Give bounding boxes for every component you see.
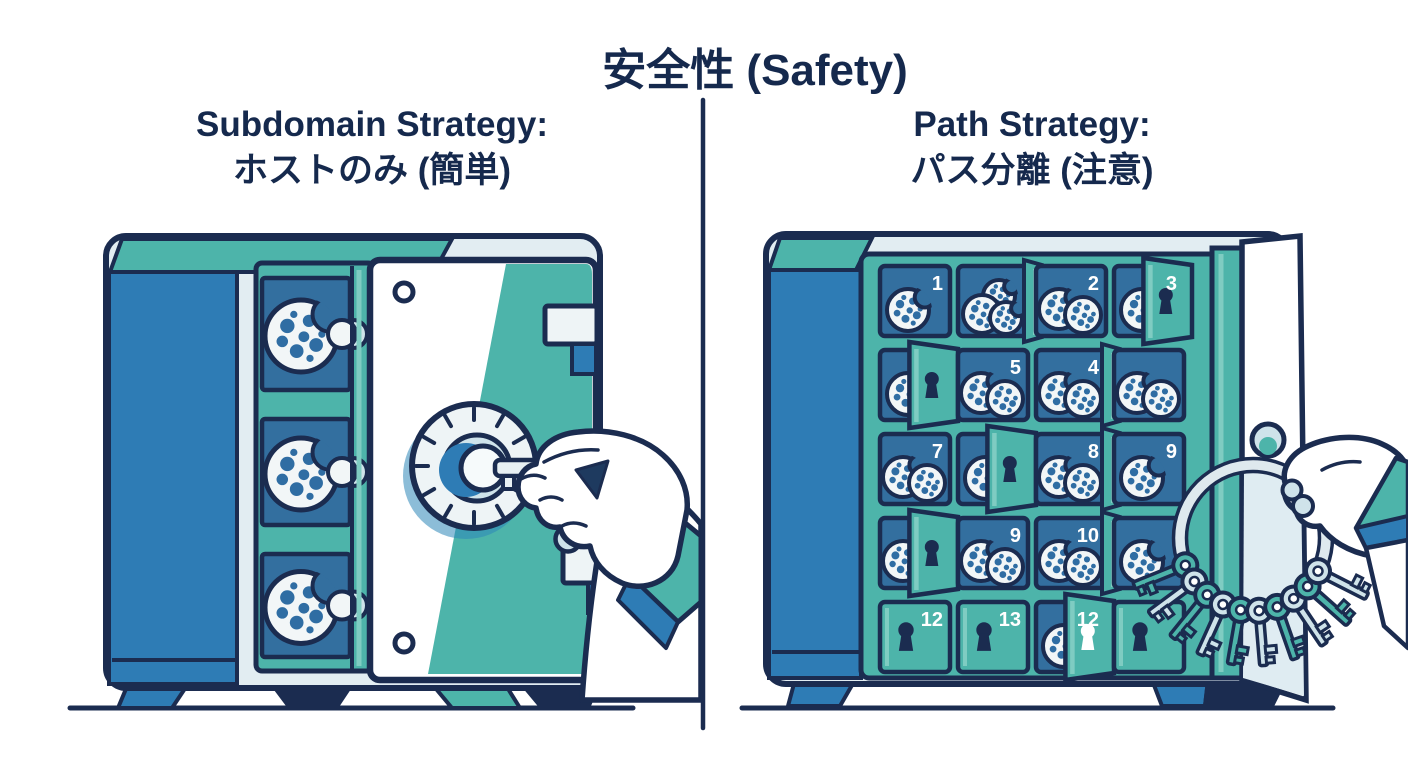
right-heading: Path Strategy: パス分離 (注意) bbox=[910, 102, 1153, 194]
keyhole-icon bbox=[1080, 624, 1095, 650]
locker-number: 2 bbox=[1088, 273, 1099, 295]
cookie-icon bbox=[907, 463, 947, 503]
right-heading-line1: Path Strategy: bbox=[913, 105, 1151, 144]
cookie-icon bbox=[1141, 379, 1181, 419]
safe-side-panel bbox=[107, 270, 239, 686]
locker-number: 10 bbox=[1077, 525, 1099, 547]
locker-number: 3 bbox=[1166, 273, 1177, 295]
subdomain-safe-illustration bbox=[103, 233, 704, 710]
key-icon bbox=[1263, 592, 1308, 662]
locker-number: 13 bbox=[999, 609, 1021, 631]
cookie-icon bbox=[262, 435, 340, 513]
keyhole-icon bbox=[1002, 456, 1017, 482]
cookie-icon bbox=[885, 286, 932, 333]
left-heading-line2: ホストのみ (簡単) bbox=[232, 151, 512, 190]
cookie-icon bbox=[985, 547, 1025, 587]
locker-cell bbox=[1111, 347, 1187, 423]
locker-cell: 9 bbox=[1111, 431, 1187, 507]
locker-cell: 4 bbox=[1033, 341, 1122, 429]
keyhole-icon bbox=[976, 622, 992, 651]
locker-cell: 12 bbox=[877, 599, 953, 675]
cookie-icon bbox=[262, 297, 340, 375]
locker-cell: 1 bbox=[877, 263, 953, 339]
locker-cell: 5 bbox=[955, 347, 1031, 423]
key-icon bbox=[1304, 557, 1373, 601]
locker-cell: 9 bbox=[955, 515, 1031, 591]
locker-cell bbox=[955, 423, 1039, 515]
keyhole-icon bbox=[898, 622, 914, 651]
locker-number: 1 bbox=[932, 273, 943, 295]
locker-cell: 2 bbox=[1033, 263, 1109, 339]
keyhole-icon bbox=[1132, 622, 1148, 651]
keyhole-icon bbox=[924, 372, 939, 398]
key-icon bbox=[1245, 596, 1279, 668]
locker-number: 9 bbox=[1166, 441, 1177, 463]
door-bolt bbox=[392, 280, 416, 304]
door-hinge bbox=[542, 303, 600, 347]
cookie-icon bbox=[1063, 295, 1103, 335]
cookie-icon bbox=[1063, 463, 1103, 503]
cookie-icon bbox=[985, 379, 1025, 419]
door-bolt bbox=[392, 631, 416, 655]
locker-number: 5 bbox=[1010, 357, 1021, 379]
cookie-icon bbox=[1063, 379, 1103, 419]
locker-cell: 10 bbox=[1033, 509, 1122, 597]
cookie-shelves bbox=[259, 275, 369, 660]
left-heading-line1: Subdomain Strategy: bbox=[196, 105, 548, 144]
hand-with-keyring-icon bbox=[1280, 434, 1408, 651]
keyring-icon bbox=[1131, 456, 1373, 668]
safe-top-edge bbox=[766, 236, 876, 272]
right-heading-line2: パス分離 (注意) bbox=[910, 151, 1154, 190]
locker-cell: 13 bbox=[955, 599, 1031, 675]
cookie-icon bbox=[1063, 547, 1103, 587]
safe-side-panel bbox=[767, 268, 863, 680]
locker-cell: 8 bbox=[1033, 425, 1122, 513]
locker-number: 12 bbox=[921, 609, 943, 631]
locker-cell bbox=[955, 257, 1044, 345]
left-heading: Subdomain Strategy: ホストのみ (簡単) bbox=[196, 102, 548, 194]
locker-number: 12 bbox=[1077, 609, 1099, 631]
locker-number: 8 bbox=[1088, 441, 1099, 463]
locker-cell bbox=[877, 339, 961, 431]
locker-number: 7 bbox=[932, 441, 943, 463]
locker-cell: 12 bbox=[1033, 591, 1117, 683]
locker-cell: 3 bbox=[1111, 255, 1195, 347]
locker-number: 4 bbox=[1088, 357, 1100, 379]
keyhole-icon bbox=[924, 540, 939, 566]
hand-with-key-icon bbox=[515, 428, 704, 703]
key-icon bbox=[1279, 584, 1335, 648]
locker-cell: 7 bbox=[877, 431, 953, 507]
locker-cell bbox=[877, 507, 961, 599]
key-icon bbox=[1225, 595, 1255, 667]
locker-number: 9 bbox=[1010, 525, 1021, 547]
keyhole-icon bbox=[1158, 288, 1173, 314]
page-title: 安全性 (Safety) bbox=[602, 46, 908, 95]
